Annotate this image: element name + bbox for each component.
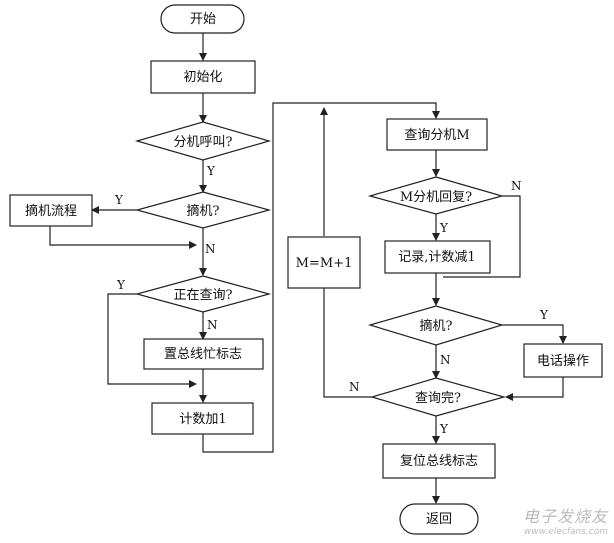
querying-label: 正在查询? — [174, 288, 233, 303]
offhook-label-2: 摘机? — [420, 318, 453, 334]
count-add-node: 计数加1 — [151, 402, 254, 435]
start-node: 开始 — [160, 4, 245, 34]
ext-call-decision: 分机呼叫? — [134, 121, 272, 161]
set-busy-label: 置总线忙标志 — [164, 347, 242, 362]
offhook-decision-1: 摘机? — [134, 191, 272, 229]
set-busy-node: 置总线忙标志 — [143, 338, 264, 370]
ext-call-label: 分机呼叫? — [174, 135, 233, 150]
record-node: 记录,计数减1 — [384, 240, 491, 274]
offhook-flow-label: 摘机流程 — [25, 203, 77, 219]
offhook-decision-2: 摘机? — [367, 305, 505, 346]
offhook-label-1: 摘机? — [187, 203, 220, 219]
query-done-label: 查询完? — [415, 391, 461, 406]
query-ext-node: 查询分机M — [386, 118, 488, 151]
label-n: N — [205, 242, 216, 256]
label-n: N — [207, 318, 218, 332]
label-y: Y — [539, 308, 549, 322]
m-reply-label: M分机回复? — [400, 190, 472, 205]
start-label: 开始 — [190, 12, 216, 27]
m-reply-decision: M分机回复? — [367, 176, 505, 215]
query-done-decision: 查询完? — [369, 377, 507, 417]
m-increment-label: M=M+1 — [296, 256, 353, 271]
return-node: 返回 — [399, 503, 479, 535]
connectors — [49, 33, 567, 504]
label-y: Y — [439, 221, 449, 235]
label-y: Y — [114, 193, 124, 207]
offhook-flow-node: 摘机流程 — [9, 194, 93, 227]
watermark: 电子发烧友 www.elecfans.com — [523, 503, 608, 537]
label-y: Y — [116, 278, 126, 292]
init-node: 初始化 — [150, 60, 256, 94]
record-label: 记录,计数减1 — [398, 250, 475, 265]
label-n: N — [349, 380, 360, 394]
query-ext-label: 查询分机M — [404, 128, 469, 143]
count-add-label: 计数加1 — [179, 412, 226, 427]
watermark-text: 电子发烧友 — [522, 507, 608, 526]
return-label: 返回 — [426, 512, 452, 527]
label-y: Y — [206, 164, 216, 178]
watermark-url: www.elecfans.com — [523, 527, 608, 537]
phone-op-label: 电话操作 — [537, 353, 589, 369]
phone-op-node: 电话操作 — [523, 343, 603, 378]
reset-busy-node: 复位总线标志 — [382, 443, 496, 479]
label-y: Y — [439, 422, 449, 436]
label-n: N — [440, 353, 451, 367]
init-label: 初始化 — [183, 70, 222, 85]
branch-labels: Y Y N Y N Y N Y N N Y — [114, 164, 549, 436]
m-increment-node: M=M+1 — [287, 236, 361, 289]
label-n: N — [511, 179, 522, 193]
querying-decision: 正在查询? — [134, 275, 272, 313]
reset-busy-label: 复位总线标志 — [400, 454, 478, 469]
